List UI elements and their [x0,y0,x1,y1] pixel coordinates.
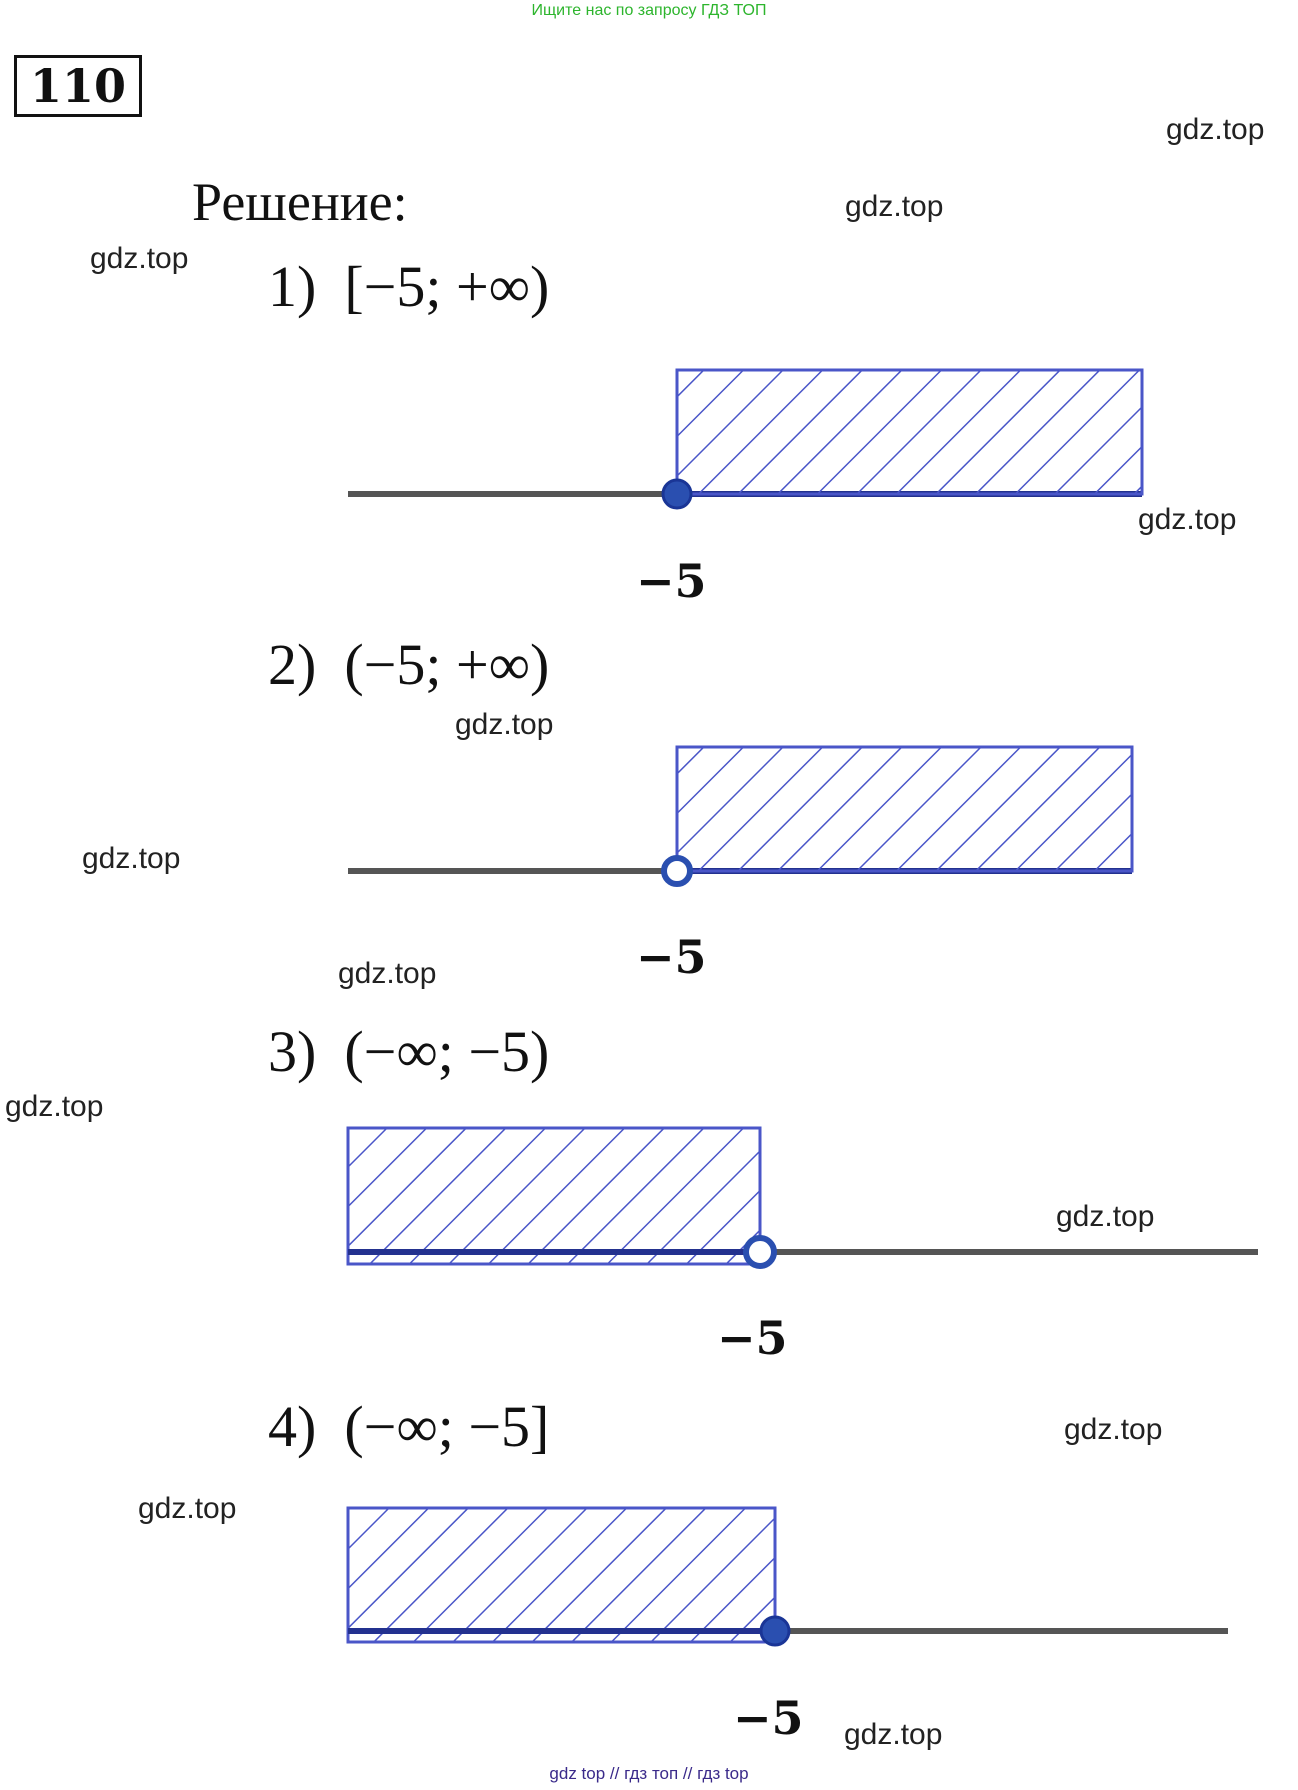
watermark: gdz.top [845,190,944,223]
footer: gdz top // гдз топ // гдз top [549,1764,749,1783]
point-label: −5 [636,554,707,608]
watermark: gdz.top [90,242,189,275]
item-number: 3) [268,1019,317,1084]
watermark: gdz.top [138,1492,237,1525]
number-line-3 [346,1126,1258,1269]
item-4-label: 4)(−∞; −5] [268,1398,549,1456]
open-point [661,855,693,887]
solution-heading: Решение: [192,172,408,232]
item-3-label: 3)(−∞; −5) [268,1023,549,1081]
watermark: gdz.top [82,842,181,875]
watermark: gdz.top [1166,113,1265,146]
number-line-1 [348,368,1144,510]
interval: [−5; +∞) [344,254,550,319]
item-number: 2) [268,632,317,697]
top-banner: Ищите нас по запросу ГДЗ ТОП [531,2,767,19]
shaded-region [675,368,1144,496]
interval: (−∞; −5) [344,1019,550,1084]
shaded-region [675,745,1134,873]
closed-point [661,478,693,510]
point-label: −5 [636,930,707,984]
watermark: gdz.top [338,957,437,990]
item-1-label: 1)[−5; +∞) [268,258,549,316]
open-point [743,1235,777,1269]
shaded-region [346,1506,777,1644]
point-label: −5 [717,1311,788,1365]
item-number: 1) [268,254,317,319]
number-line-2 [348,745,1134,887]
interval: (−∞; −5] [344,1394,550,1459]
watermark: gdz.top [1138,503,1237,536]
shaded-region [346,1126,762,1266]
number-line-4 [346,1506,1228,1647]
point-label: −5 [733,1691,804,1745]
watermark: gdz.top [455,708,554,741]
watermark: gdz.top [844,1718,943,1751]
watermark: gdz.top [1064,1413,1163,1446]
watermark: gdz.top [5,1090,104,1123]
closed-point [759,1615,791,1647]
problem-number: 110 [14,55,142,117]
item-number: 4) [268,1394,317,1459]
interval: (−5; +∞) [344,632,550,697]
item-2-label: 2)(−5; +∞) [268,636,549,694]
watermark: gdz.top [1056,1200,1155,1233]
